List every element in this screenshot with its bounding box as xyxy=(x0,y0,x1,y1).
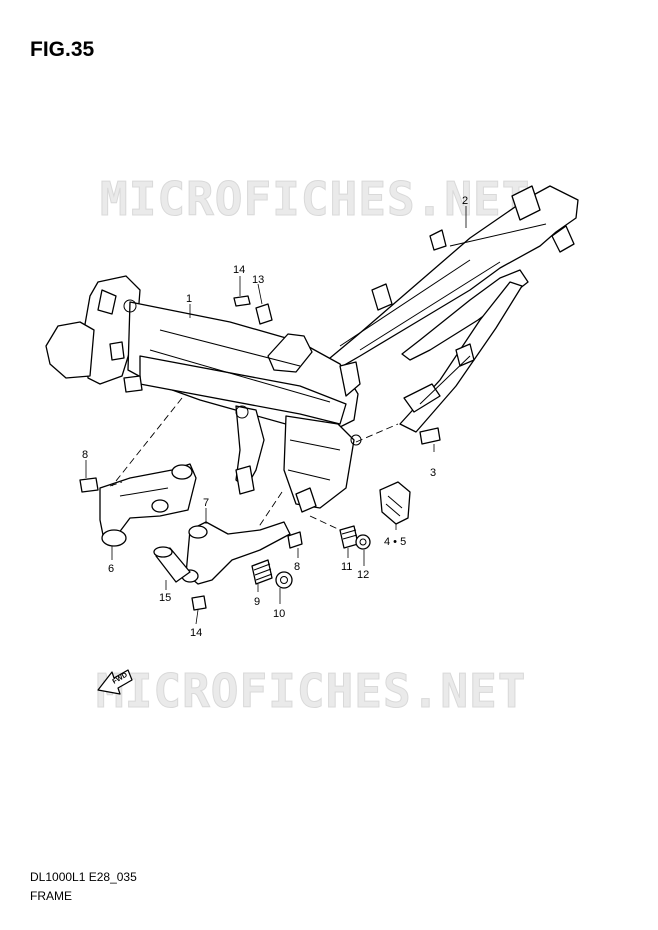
diagram-code: DL1000L1 E28_035 xyxy=(30,870,137,884)
callout-9: 9 xyxy=(254,596,260,608)
callout-14-bottom: 14 xyxy=(190,627,202,639)
callout-8-middle: 8 xyxy=(294,561,300,573)
callout-10: 10 xyxy=(273,608,285,620)
callout-6: 6 xyxy=(108,563,114,575)
figure-title: FIG.35 xyxy=(30,38,95,61)
callout-labels: 1 2 3 4 • 5 6 7 8 8 9 10 11 12 13 14 14 … xyxy=(82,195,468,639)
callout-13: 13 xyxy=(252,274,264,286)
rear-subframe xyxy=(299,185,579,433)
assembly-lines xyxy=(109,397,399,531)
watermark-top: MICROFICHES.NET xyxy=(99,172,531,227)
diagram-name: FRAME xyxy=(30,889,72,903)
watermark-bottom: MICROFICHES.NET xyxy=(95,664,527,719)
leader-lines xyxy=(85,206,467,625)
callout-2: 2 xyxy=(462,195,468,207)
callout-11: 11 xyxy=(341,561,352,573)
callout-8-left: 8 xyxy=(82,449,88,461)
callout-7: 7 xyxy=(203,497,209,509)
callout-4-5: 4 • 5 xyxy=(384,536,406,548)
footrest-plate xyxy=(379,481,411,525)
footrest-bracket-arm xyxy=(181,521,291,585)
main-frame xyxy=(45,275,362,513)
callout-15: 15 xyxy=(159,592,171,604)
callout-12: 12 xyxy=(357,569,369,581)
callout-3: 3 xyxy=(430,467,436,479)
fasteners xyxy=(79,295,441,611)
engine-mount-bracket xyxy=(99,463,197,547)
callout-14-top: 14 xyxy=(233,264,245,276)
collar xyxy=(153,546,191,583)
forward-direction-arrow: FWD xyxy=(97,669,133,695)
callout-1: 1 xyxy=(186,293,192,305)
